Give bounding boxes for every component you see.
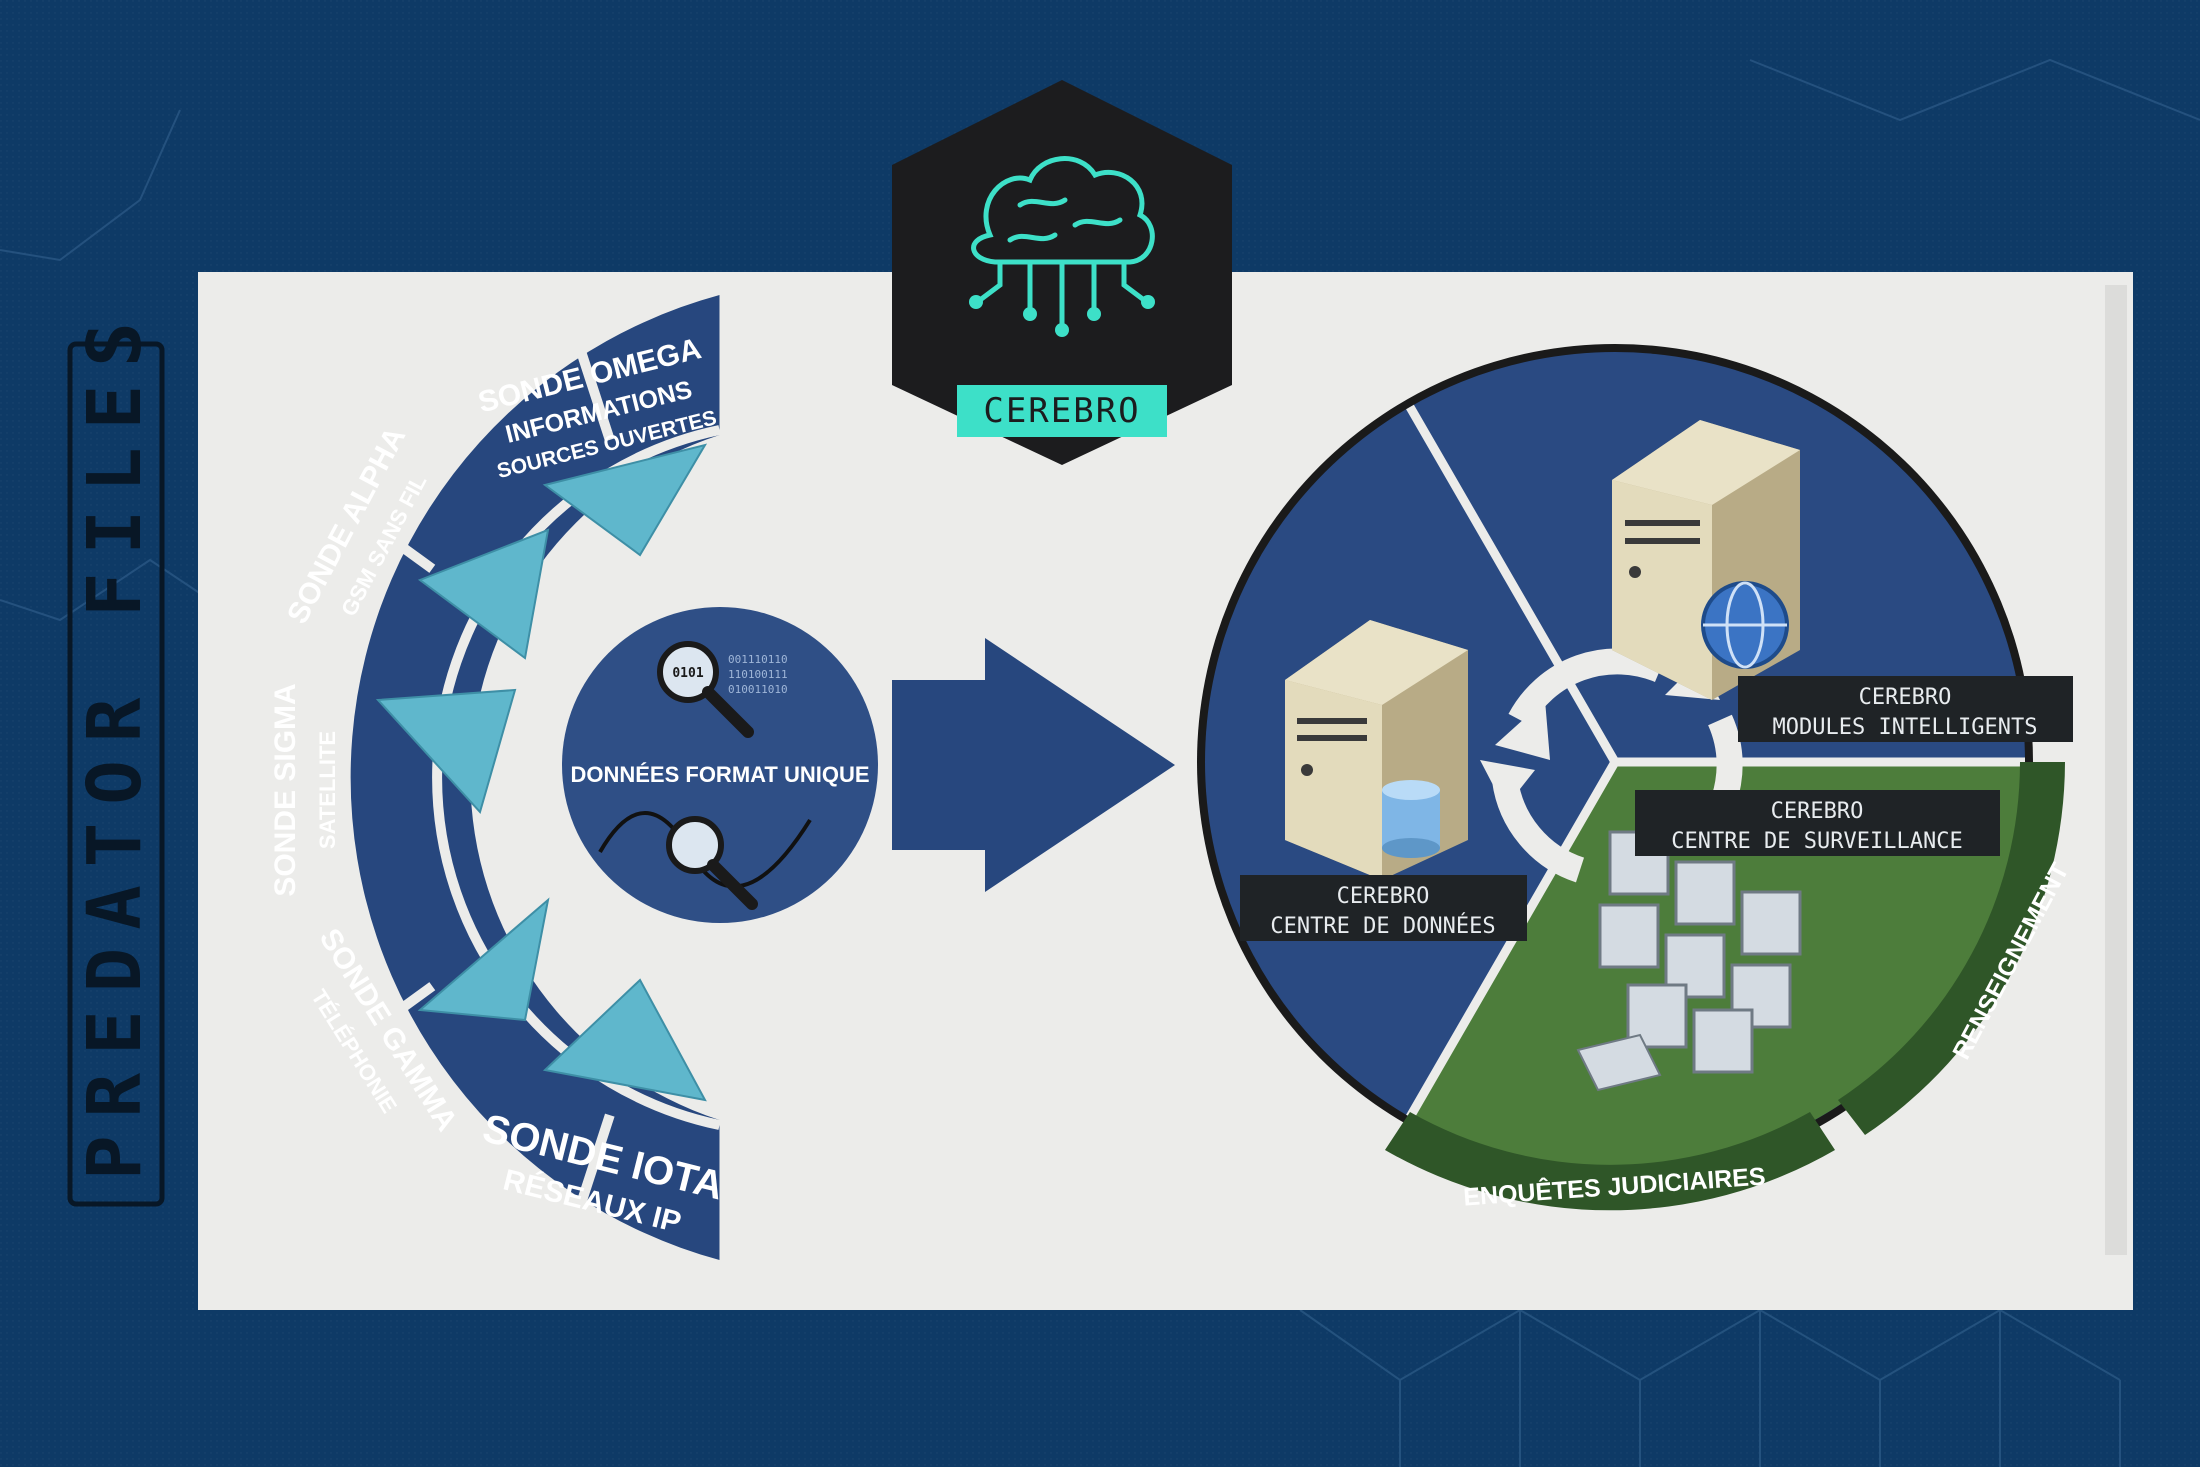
label-surveillance-center: CEREBRO CENTRE DE SURVEILLANCE <box>1635 790 2000 856</box>
flow-arrow <box>892 638 1175 892</box>
probe-separator <box>558 1113 615 1260</box>
binary-magnifier-icon: 001110110 110100111 010011010 0101 <box>657 641 788 738</box>
probe-sigma: SONDE SIGMA SATELLITE <box>269 683 340 896</box>
probe-separator <box>308 476 436 573</box>
cerebro-logo-label: CEREBRO <box>983 391 1140 431</box>
predator-files-brand: PREDATOR FILES <box>67 304 165 1207</box>
data-format-label: DONNÉES FORMAT UNIQUE <box>570 762 869 787</box>
svg-text:SONDE SIGMA: SONDE SIGMA <box>269 683 302 896</box>
label-data-center: CEREBRO CENTRE DE DONNÉES <box>1240 875 1527 941</box>
svg-text:CEREBRO: CEREBRO <box>1771 799 1864 824</box>
svg-text:MODULES INTELLIGENTS: MODULES INTELLIGENTS <box>1773 715 2038 740</box>
probe-arrows <box>375 443 708 1102</box>
svg-text:SATELLITE: SATELLITE <box>315 731 340 849</box>
svg-text:CENTRE DE DONNÉES: CENTRE DE DONNÉES <box>1270 913 1495 939</box>
svg-text:110100111: 110100111 <box>728 668 788 681</box>
probe-separator <box>308 982 436 1079</box>
probe-separator <box>558 295 615 442</box>
svg-text:010011010: 010011010 <box>728 683 788 696</box>
svg-text:0101: 0101 <box>672 666 703 681</box>
svg-text:CEREBRO: CEREBRO <box>1337 884 1430 909</box>
server-intelligent-modules-icon <box>1612 420 1800 700</box>
wave-magnifier-icon <box>598 811 812 910</box>
svg-text:CENTRE DE SURVEILLANCE: CENTRE DE SURVEILLANCE <box>1671 829 1962 854</box>
monitor-wall-icon <box>1576 830 1802 1092</box>
cerebro-logo: CEREBRO <box>892 80 1232 465</box>
predator-files-label: PREDATOR FILES <box>72 304 158 1180</box>
label-intelligent-modules: CEREBRO MODULES INTELLIGENTS <box>1738 676 2073 742</box>
svg-text:001110110: 001110110 <box>728 653 788 666</box>
data-format-node: 001110110 110100111 010011010 0101 DONNÉ… <box>550 595 890 935</box>
cerebro-system-circle: CEREBRO MODULES INTELLIGENTS CEREBRO CEN… <box>1187 334 2073 1190</box>
server-data-center-icon <box>1285 620 1468 880</box>
brain-circuit-icon <box>971 156 1155 328</box>
background-circuit-lines <box>0 58 2200 1467</box>
svg-text:CEREBRO: CEREBRO <box>1859 685 1952 710</box>
